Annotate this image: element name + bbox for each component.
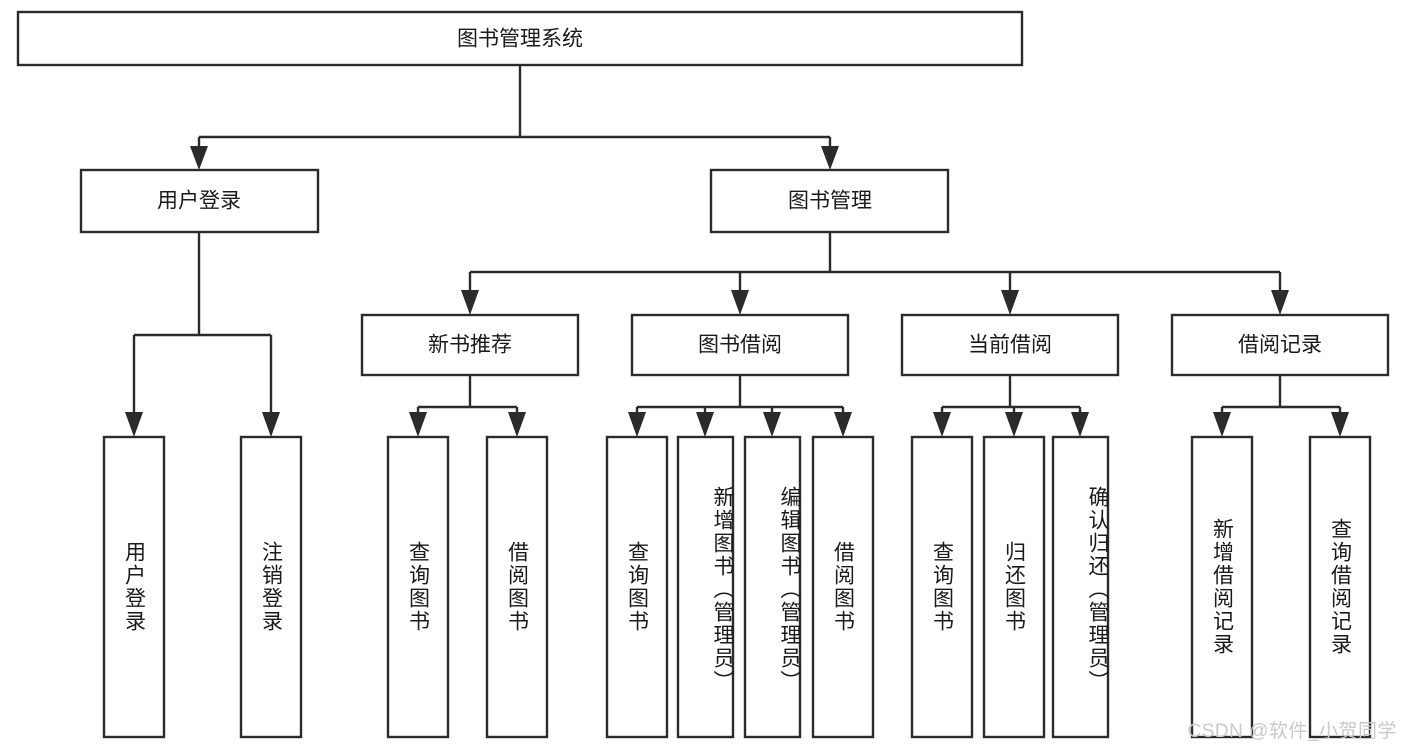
arrow-head-icon xyxy=(731,290,749,315)
leaf-box-query-book-current[interactable] xyxy=(910,435,974,739)
node-new-book-recommend-label: 新书推荐 xyxy=(428,334,512,357)
arrow-head-icon xyxy=(262,412,280,437)
node-book-borrow[interactable]: 图书借阅 xyxy=(630,313,850,377)
leaf-box-query-record[interactable] xyxy=(1308,435,1372,739)
arrow-head-icon xyxy=(763,412,781,437)
connector-group-book-manage xyxy=(461,232,1289,315)
node-user-login-label: 用户登录 xyxy=(157,190,241,213)
connector-group-root xyxy=(190,65,839,170)
connector-group-book-borrow xyxy=(628,375,852,437)
arrow-head-icon xyxy=(461,290,479,315)
node-user-login-box[interactable] xyxy=(79,168,320,234)
node-root-box[interactable] xyxy=(16,10,1024,67)
arrow-head-icon xyxy=(190,146,208,170)
node-book-manage-label: 图书管理 xyxy=(788,190,872,213)
connector-group-user-login xyxy=(125,232,280,437)
leaf-box-logout[interactable] xyxy=(239,435,303,739)
arrow-head-icon xyxy=(1005,412,1023,437)
leaf-box-group xyxy=(102,435,1372,739)
arrow-head-icon xyxy=(628,412,646,437)
connector-group-new-book-recommend xyxy=(409,375,526,437)
node-root-label: 图书管理系统 xyxy=(457,28,583,51)
node-book-manage[interactable]: 图书管理 xyxy=(709,168,950,234)
arrow-head-icon xyxy=(409,412,427,437)
node-book-borrow-label: 图书借阅 xyxy=(698,334,782,357)
connector-group-borrow-record xyxy=(1213,375,1349,437)
leaf-box-add-record[interactable] xyxy=(1190,435,1254,739)
node-new-book-recommend-box[interactable] xyxy=(360,313,580,377)
connector-group-current-borrow xyxy=(933,375,1089,437)
leaf-box-add-book[interactable] xyxy=(676,435,735,739)
node-current-borrow-box[interactable] xyxy=(900,313,1120,377)
leaf-box-edit-book[interactable] xyxy=(743,435,802,739)
arrow-head-icon xyxy=(1001,290,1019,315)
watermark-text: CSDN @软件_小贺同学 xyxy=(1187,721,1397,742)
arrow-head-icon xyxy=(1331,412,1349,437)
node-book-manage-box[interactable] xyxy=(709,168,950,234)
node-borrow-record-label: 借阅记录 xyxy=(1238,334,1322,357)
arrow-head-icon xyxy=(933,412,951,437)
arrow-head-icon xyxy=(1213,412,1231,437)
node-current-borrow-label: 当前借阅 xyxy=(968,334,1052,357)
arrow-head-icon xyxy=(1271,290,1289,315)
node-borrow-record-box[interactable] xyxy=(1170,313,1390,377)
leaf-box-confirm-return[interactable] xyxy=(1051,435,1110,739)
node-root[interactable]: 图书管理系统 xyxy=(16,10,1024,67)
leaf-box-query-book-recommend[interactable] xyxy=(386,435,450,739)
node-borrow-record[interactable]: 借阅记录 xyxy=(1170,313,1390,377)
node-book-borrow-box[interactable] xyxy=(630,313,850,377)
node-new-book-recommend[interactable]: 新书推荐 xyxy=(360,313,580,377)
leaf-box-query-book-borrow[interactable] xyxy=(605,435,669,739)
arrow-head-icon xyxy=(508,412,526,437)
leaf-box-return-book[interactable] xyxy=(982,435,1046,739)
leaf-box-borrow-book-recommend[interactable] xyxy=(485,435,549,739)
arrow-head-icon xyxy=(821,146,839,170)
arrow-head-icon xyxy=(834,412,852,437)
leaf-box-borrow-book[interactable] xyxy=(811,435,875,739)
node-current-borrow[interactable]: 当前借阅 xyxy=(900,313,1120,377)
arrow-head-icon xyxy=(1071,412,1089,437)
node-user-login[interactable]: 用户登录 xyxy=(79,168,320,234)
leaf-box-user-login[interactable] xyxy=(102,435,166,739)
arrow-head-icon xyxy=(125,412,143,437)
arrow-head-icon xyxy=(696,412,714,437)
